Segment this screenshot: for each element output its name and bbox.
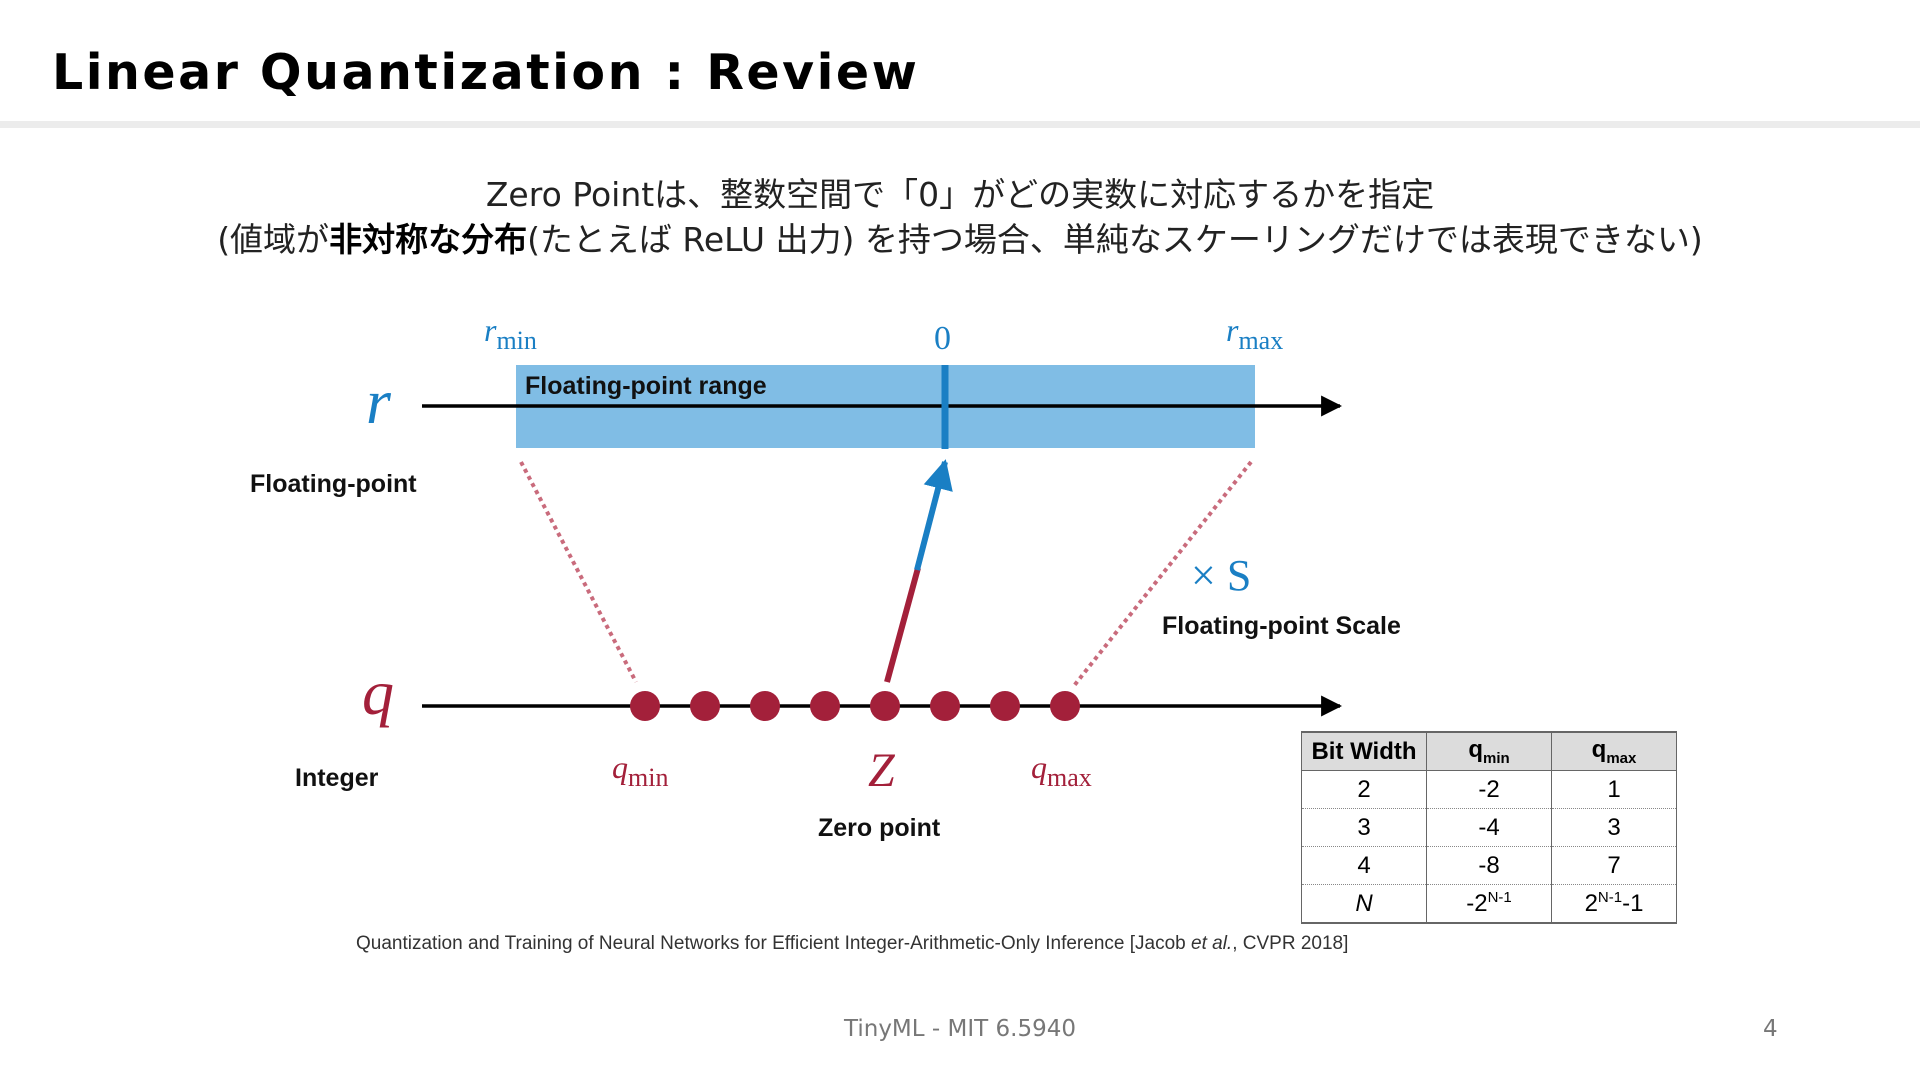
integer-point xyxy=(810,691,840,721)
subtitle-emphasis: 非対称な分布 xyxy=(329,220,528,259)
subtitle-line-2: (値域が非対称な分布(たとえば ReLU 出力) を持つ場合、単純なスケーリング… xyxy=(0,213,1920,261)
cell-q-min-n: -2N-1 xyxy=(1426,884,1552,924)
integer-point xyxy=(990,691,1020,721)
subtitle-line-2-start: (値域が xyxy=(217,220,330,259)
zero-point-label: Zero point xyxy=(818,814,941,842)
cell-q-min: -4 xyxy=(1426,808,1552,847)
cell-bit-width: 2 xyxy=(1301,770,1427,809)
integer-point xyxy=(750,691,780,721)
integer-point xyxy=(1050,691,1080,721)
cell-q-max: 7 xyxy=(1551,846,1677,885)
subtitle-line-2-end: (たとえば ReLU 出力) を持つ場合、単純なスケーリングだけでは表現できない… xyxy=(527,220,1703,259)
zero-point-arrow-red xyxy=(884,567,921,683)
min-mapping-line xyxy=(519,461,638,683)
header-q-max: qmax xyxy=(1551,731,1677,771)
cell-bit-width: 3 xyxy=(1301,808,1427,847)
integer-label: Integer xyxy=(295,764,379,792)
cell-q-max-n: 2N-1-1 xyxy=(1551,884,1677,924)
integer-point xyxy=(930,691,960,721)
page-number: 4 xyxy=(1763,1016,1778,1042)
table-row: 4 -8 7 xyxy=(1301,846,1677,885)
integer-point xyxy=(690,691,720,721)
table-header-row: Bit Width qmin qmax xyxy=(1301,731,1677,771)
integer-point xyxy=(630,691,660,721)
r-symbol: r xyxy=(366,366,392,437)
footer-course: TinyML - MIT 6.5940 xyxy=(844,1016,1076,1042)
z-symbol: Z xyxy=(868,744,896,797)
cell-q-max: 3 xyxy=(1551,808,1677,847)
cell-q-min: -2 xyxy=(1426,770,1552,809)
floating-point-label: Floating-point xyxy=(250,470,417,498)
table-row-n: N -2N-1 2N-1-1 xyxy=(1301,884,1677,924)
cell-q-min: -8 xyxy=(1426,846,1552,885)
table-row: 2 -2 1 xyxy=(1301,770,1677,809)
citation: Quantization and Training of Neural Netw… xyxy=(356,933,1349,954)
zero-label: 0 xyxy=(934,320,951,357)
q-min-label: qmin xyxy=(612,749,668,792)
title-divider xyxy=(0,121,1920,128)
cell-q-max: 1 xyxy=(1551,770,1677,809)
scale-symbol: × S xyxy=(1191,551,1251,600)
slide-title: Linear Quantization : Review xyxy=(52,44,920,101)
cell-bit-width-n: N xyxy=(1301,884,1427,924)
r-max-label: rmax xyxy=(1226,312,1283,355)
header-bit-width: Bit Width xyxy=(1301,731,1427,771)
floating-point-range-label: Floating-point range xyxy=(525,372,767,400)
zero-point-arrow-blue xyxy=(914,459,953,571)
table-row: 3 -4 3 xyxy=(1301,808,1677,847)
bit-width-table: Bit Width qmin qmax 2 -2 1 3 -4 3 4 -8 7… xyxy=(1301,731,1677,924)
r-min-label: rmin xyxy=(484,312,537,355)
integer-point xyxy=(870,691,900,721)
integer-points xyxy=(630,691,1080,721)
q-symbol: q xyxy=(362,657,394,728)
cell-bit-width: 4 xyxy=(1301,846,1427,885)
header-q-min: qmin xyxy=(1426,731,1552,771)
subtitle-line-1: Zero Pointは、整数空間で「0」がどの実数に対応するかを指定 xyxy=(485,175,1435,214)
floating-point-scale-label: Floating-point Scale xyxy=(1162,612,1401,640)
q-max-label: qmax xyxy=(1031,749,1092,792)
